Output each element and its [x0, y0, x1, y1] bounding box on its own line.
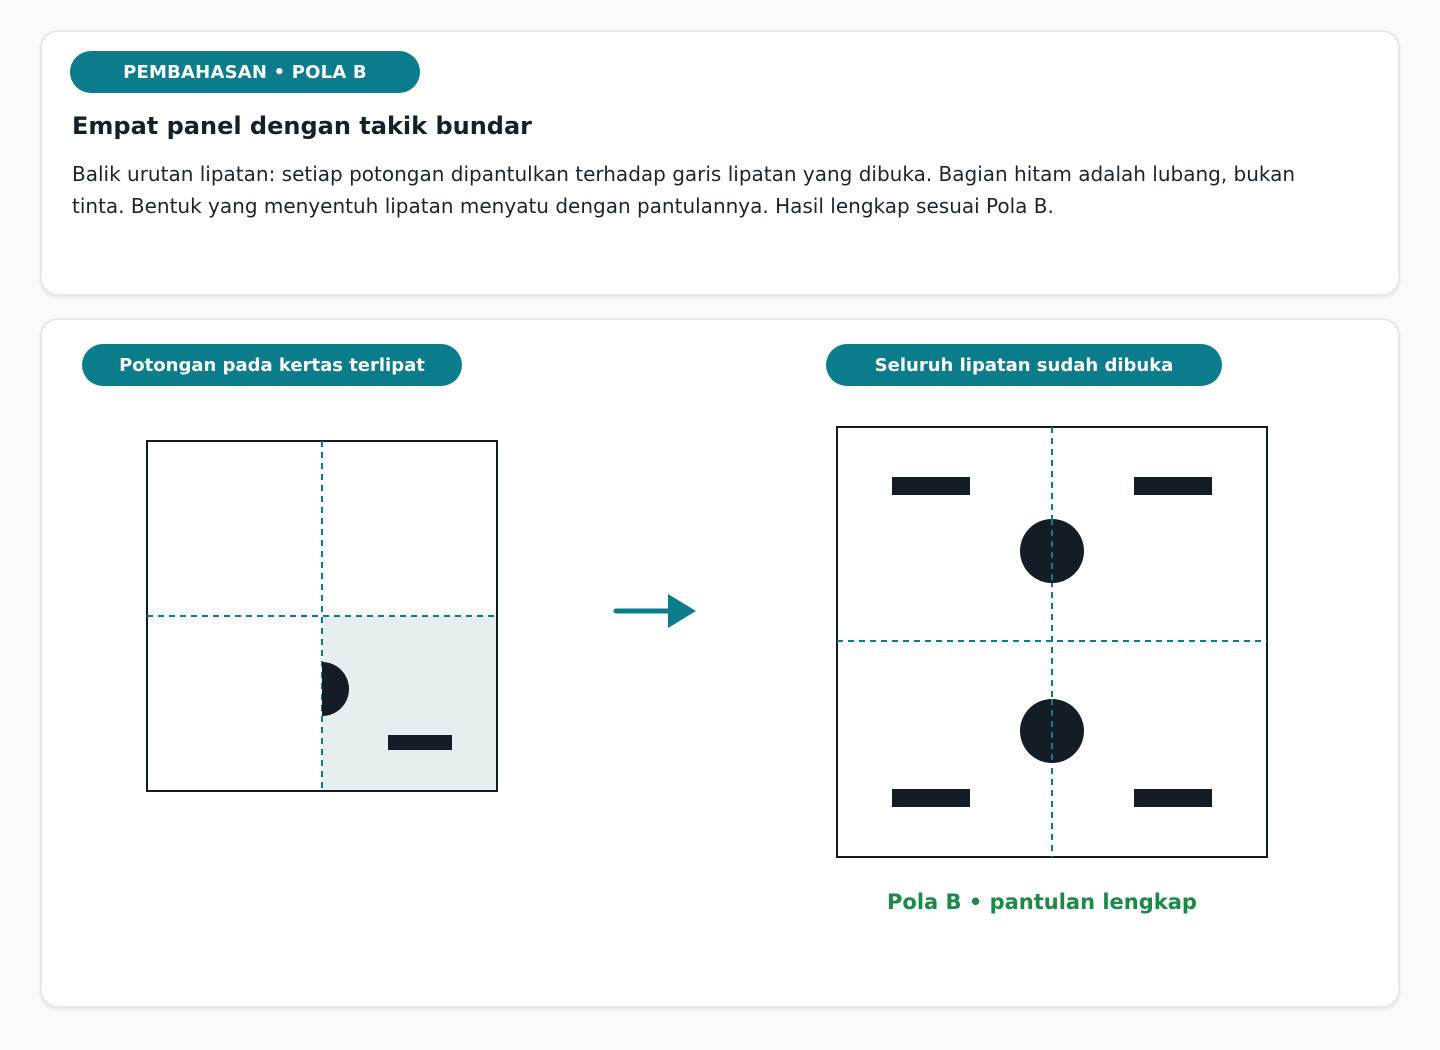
slot-cut — [388, 735, 452, 750]
slot-hole-bottom-right — [1134, 789, 1212, 807]
slot-hole-top-right — [1134, 477, 1212, 495]
half-circle-notch — [322, 662, 349, 716]
explanation-text: Balik urutan lipatan: setiap potongan di… — [72, 162, 1296, 218]
slot-hole-bottom-left — [892, 789, 970, 807]
circle-hole-top — [1020, 519, 1084, 583]
fold-diagram — [146, 426, 1268, 858]
result-caption: Pola B • pantulan lengkap — [887, 890, 1197, 914]
diagram-card: Potongan pada kertas terlipat Seluruh li… — [40, 318, 1400, 1008]
section-badge: PEMBAHASAN • POLA B — [70, 51, 420, 93]
folded-quadrant-shading — [323, 616, 497, 790]
unfolded-panel-label: Seluruh lipatan sudah dibuka — [826, 344, 1222, 386]
folded-panel-label: Potongan pada kertas terlipat — [82, 344, 462, 386]
folded-paper — [146, 440, 498, 792]
page-title: Empat panel dengan takik bundar — [72, 112, 533, 140]
unfolded-paper — [836, 426, 1268, 858]
circle-hole-bottom — [1020, 699, 1084, 763]
explanation-card: PEMBAHASAN • POLA B Empat panel dengan t… — [40, 30, 1400, 296]
arrow-right-icon — [613, 594, 696, 628]
slot-hole-top-left — [892, 477, 970, 495]
